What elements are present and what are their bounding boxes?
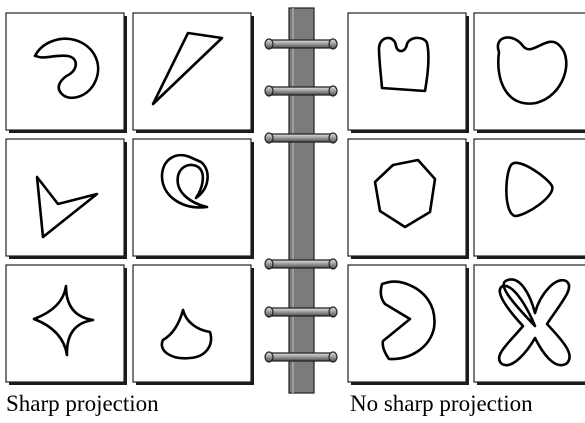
binder-spine (288, 7, 315, 394)
spiral-shape (33, 37, 100, 100)
no-sharp-projection-caption: No sharp projection (350, 391, 533, 416)
binder-ring-2 (264, 85, 338, 97)
sharp-projection-caption: Sharp projection (6, 391, 159, 416)
pacman-notch-shape (379, 280, 436, 361)
card-crescent (132, 138, 252, 257)
thin-triangle-shape (151, 31, 224, 106)
cards (5, 12, 585, 383)
binder-ring-4 (264, 258, 338, 270)
heptagon-shape (373, 158, 437, 229)
card-notched-square (347, 12, 467, 131)
four-point-star-shape (32, 284, 95, 357)
binder-ring-6 (264, 351, 338, 363)
card-thin-triangle (132, 12, 252, 131)
card-kidney (473, 12, 585, 131)
card-heptagon (347, 138, 467, 257)
binder-ring-5 (264, 306, 338, 318)
binder-ring-3 (264, 132, 338, 144)
shapes (32, 31, 571, 367)
four-lobed-cross-shape (497, 278, 571, 367)
kidney-shape (496, 36, 568, 105)
card-pacman-notch (347, 264, 467, 383)
binder-rings (264, 38, 338, 363)
acorn-shape (160, 308, 213, 360)
card-spiral (5, 12, 125, 131)
binder-ring-1 (264, 38, 338, 50)
crescent-shape (160, 153, 209, 209)
card-four-point-star (5, 264, 125, 383)
notched-square-shape (377, 36, 430, 93)
card-chevron-arrow (5, 138, 125, 257)
chevron-arrow-shape (35, 175, 99, 239)
rounded-triangle-shape (505, 161, 554, 218)
card-rounded-triangle (473, 138, 585, 257)
